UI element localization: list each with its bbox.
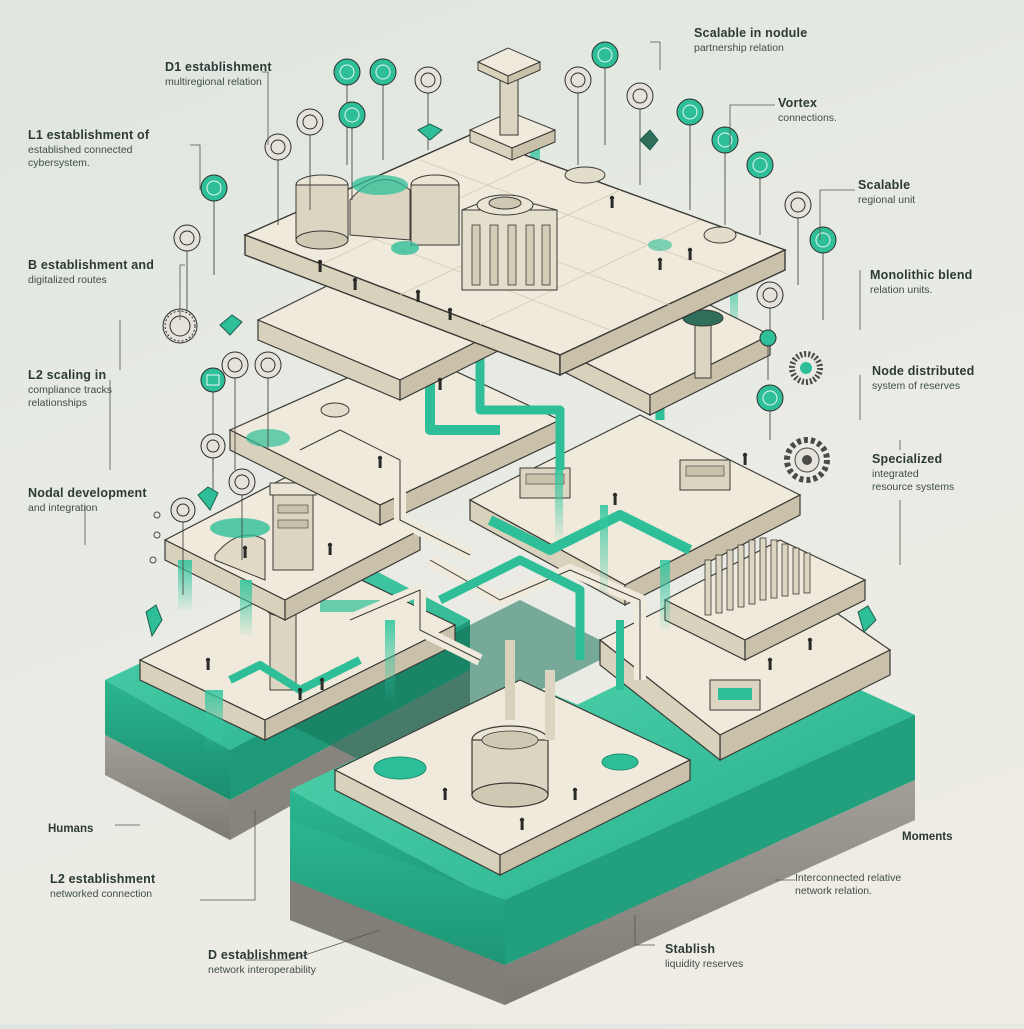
coin-icon <box>221 351 249 379</box>
label-line: Monolithic blend <box>870 268 973 282</box>
label-line: established connected <box>28 143 133 156</box>
coin-icon <box>414 66 442 94</box>
label-l1-establishment: L1 establishment of established connecte… <box>28 128 149 170</box>
label-line: Nodal development <box>28 486 147 500</box>
coin-icon <box>170 497 196 523</box>
label-nodal-development: Nodal development and integration <box>28 486 147 515</box>
label-scalable-nodule: Scalable in nodule partnership relation <box>694 26 807 55</box>
label-line: connections. <box>778 111 837 124</box>
label-d1-establishment: D1 establishment multiregional relation <box>165 60 272 89</box>
label-line: Humans <box>48 823 94 835</box>
label-specialized-systems: Specialized integrated resource systems <box>872 452 954 494</box>
label-line: Stablish <box>665 942 716 956</box>
coin-icon <box>626 82 654 110</box>
person-icon <box>205 195 813 830</box>
coin-icon <box>746 151 774 179</box>
coin-icon <box>200 433 226 459</box>
label-line: Moments <box>902 831 953 843</box>
coin-icon <box>564 66 592 94</box>
label-line: integrated <box>872 467 919 480</box>
label-line: system of reserves <box>872 379 961 392</box>
people <box>205 195 813 830</box>
water-channel <box>280 600 620 770</box>
label-b-establishment: B establishment and digitalized routes <box>28 258 154 287</box>
gear-icon <box>784 437 830 483</box>
lock-icon <box>149 511 161 564</box>
ground-left-earth <box>105 735 230 840</box>
label-line: regional unit <box>858 193 916 206</box>
gear-icon <box>789 351 823 385</box>
label-line: resource systems <box>872 480 955 493</box>
coin-icon <box>369 58 397 86</box>
coin-markers <box>145 41 877 638</box>
label-scalable-unit: Scalable regional unit <box>858 178 915 207</box>
label-line: L2 scaling in <box>28 368 107 382</box>
coin-icon <box>676 98 704 126</box>
coin-icon <box>756 384 784 412</box>
ground-bottom-left-earth <box>290 880 505 1005</box>
label-interconnected: Interconnected relative network relation… <box>795 872 901 898</box>
coin-icon <box>228 468 256 496</box>
label-line: B establishment and <box>28 258 155 272</box>
coin-icon <box>254 351 282 379</box>
label-humans: Humans <box>48 818 93 838</box>
coin-icon <box>784 191 812 219</box>
label-line: Specialized <box>872 452 943 466</box>
label-line: network interoperability <box>208 963 316 976</box>
label-line: partnership relation <box>694 41 784 54</box>
label-line: Node distributed <box>872 364 975 378</box>
label-line: Vortex <box>778 96 818 110</box>
label-line: D establishment <box>208 948 308 962</box>
label-line: Scalable in nodule <box>694 26 808 40</box>
label-d-establishment: D establishment network interoperability <box>208 948 316 977</box>
label-stablish-liquidity: Stablish liquidity reserves <box>665 942 743 971</box>
gem-markers <box>145 123 877 638</box>
label-line: Scalable <box>858 178 911 192</box>
label-line: and integration <box>28 501 98 514</box>
ground-left-side <box>105 680 230 800</box>
label-line: multiregional relation <box>165 75 262 88</box>
coin-icon <box>759 329 777 347</box>
ground-bottom-front <box>505 715 915 965</box>
label-line: cybersystem. <box>28 156 90 169</box>
label-monolithic-blend: Monolithic blend relation units. <box>870 268 973 297</box>
label-line: relationships <box>28 396 87 409</box>
label-vortex: Vortex connections. <box>778 96 837 125</box>
coin-icon <box>296 108 324 136</box>
coin-icon <box>591 41 619 69</box>
coin-icon <box>711 126 739 154</box>
pillar-icon <box>704 537 811 616</box>
coin-icon <box>333 58 361 86</box>
label-line: L1 establishment of <box>28 128 150 142</box>
label-line: digitalized routes <box>28 273 107 286</box>
coin-icon <box>200 367 226 393</box>
ground-bottom-earth <box>505 780 915 1005</box>
leader-lines <box>84 41 901 961</box>
label-l2-establishment: L2 establishment networked connection <box>50 872 155 901</box>
label-line: Interconnected relative <box>795 872 902 884</box>
coin-icon <box>756 281 784 309</box>
coin-icon <box>173 224 201 252</box>
coin-icon <box>264 133 292 161</box>
label-moments: Moments <box>902 826 952 846</box>
label-line: networked connection <box>50 887 153 900</box>
label-line: relation units. <box>870 283 933 296</box>
upper-tier <box>243 47 787 416</box>
label-node-distributed: Node distributed system of reserves <box>872 364 975 393</box>
label-line: compliance tracks <box>28 383 113 396</box>
label-line: L2 establishment <box>50 872 156 886</box>
label-line: liquidity reserves <box>665 957 744 970</box>
label-l2-scaling: L2 scaling in compliance tracks relation… <box>28 368 112 410</box>
label-line: network relation. <box>795 885 873 898</box>
coin-icon <box>809 226 837 254</box>
label-line: D1 establishment <box>165 60 272 74</box>
coin-icon <box>200 174 228 202</box>
coin-icon <box>338 101 366 129</box>
